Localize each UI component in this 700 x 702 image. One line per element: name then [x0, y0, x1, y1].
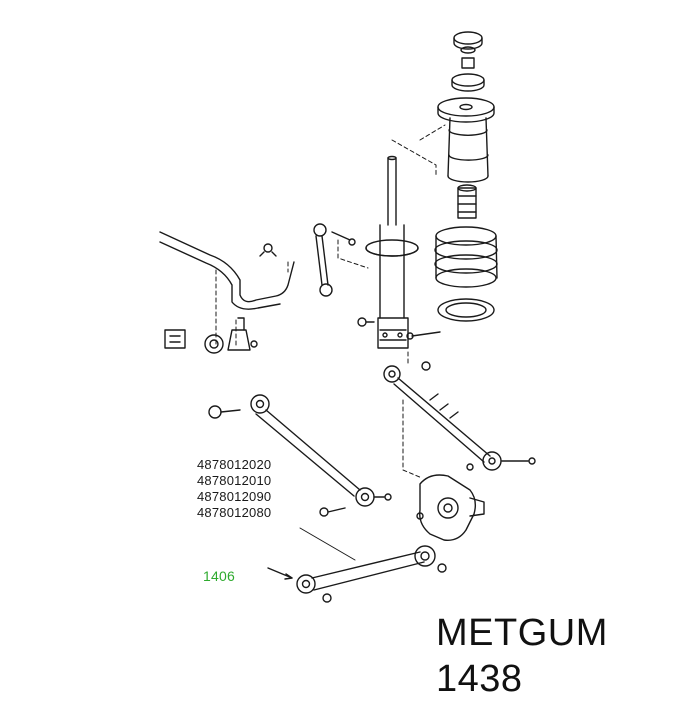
trailing-arm: [208, 394, 392, 517]
part-number-leader: [299, 527, 356, 561]
coil-spring: [434, 226, 498, 288]
strut-bolts: [357, 317, 441, 371]
part-number-1: 4878012020: [197, 457, 272, 472]
lower-lateral-link: [267, 545, 447, 603]
stabilizer-bushings: [164, 243, 277, 354]
stabilizer-bar: [159, 231, 295, 310]
part-number-4: 4878012080: [197, 505, 272, 520]
brand-part-number: 1438: [436, 658, 523, 700]
upper-lateral-link: [383, 365, 536, 471]
part-number-list: 4878012020 4878012010 4878012090 4878012…: [197, 457, 271, 521]
guide-lines-upper: [215, 124, 446, 479]
part-number-2: 4878012010: [197, 473, 272, 488]
part-number-3: 4878012090: [197, 489, 272, 504]
dust-boot: [447, 117, 489, 183]
bump-stop: [457, 184, 477, 219]
shock-absorber: [365, 155, 419, 349]
callout-label: 1406: [203, 568, 235, 584]
rear-knuckle: [416, 474, 485, 541]
strut-top-mount: [437, 31, 495, 123]
spring-insulator: [437, 298, 495, 322]
stabilizer-link: [313, 223, 356, 297]
brand-name: METGUM: [436, 612, 608, 654]
brand-caption: METGUM 1438: [436, 610, 700, 702]
